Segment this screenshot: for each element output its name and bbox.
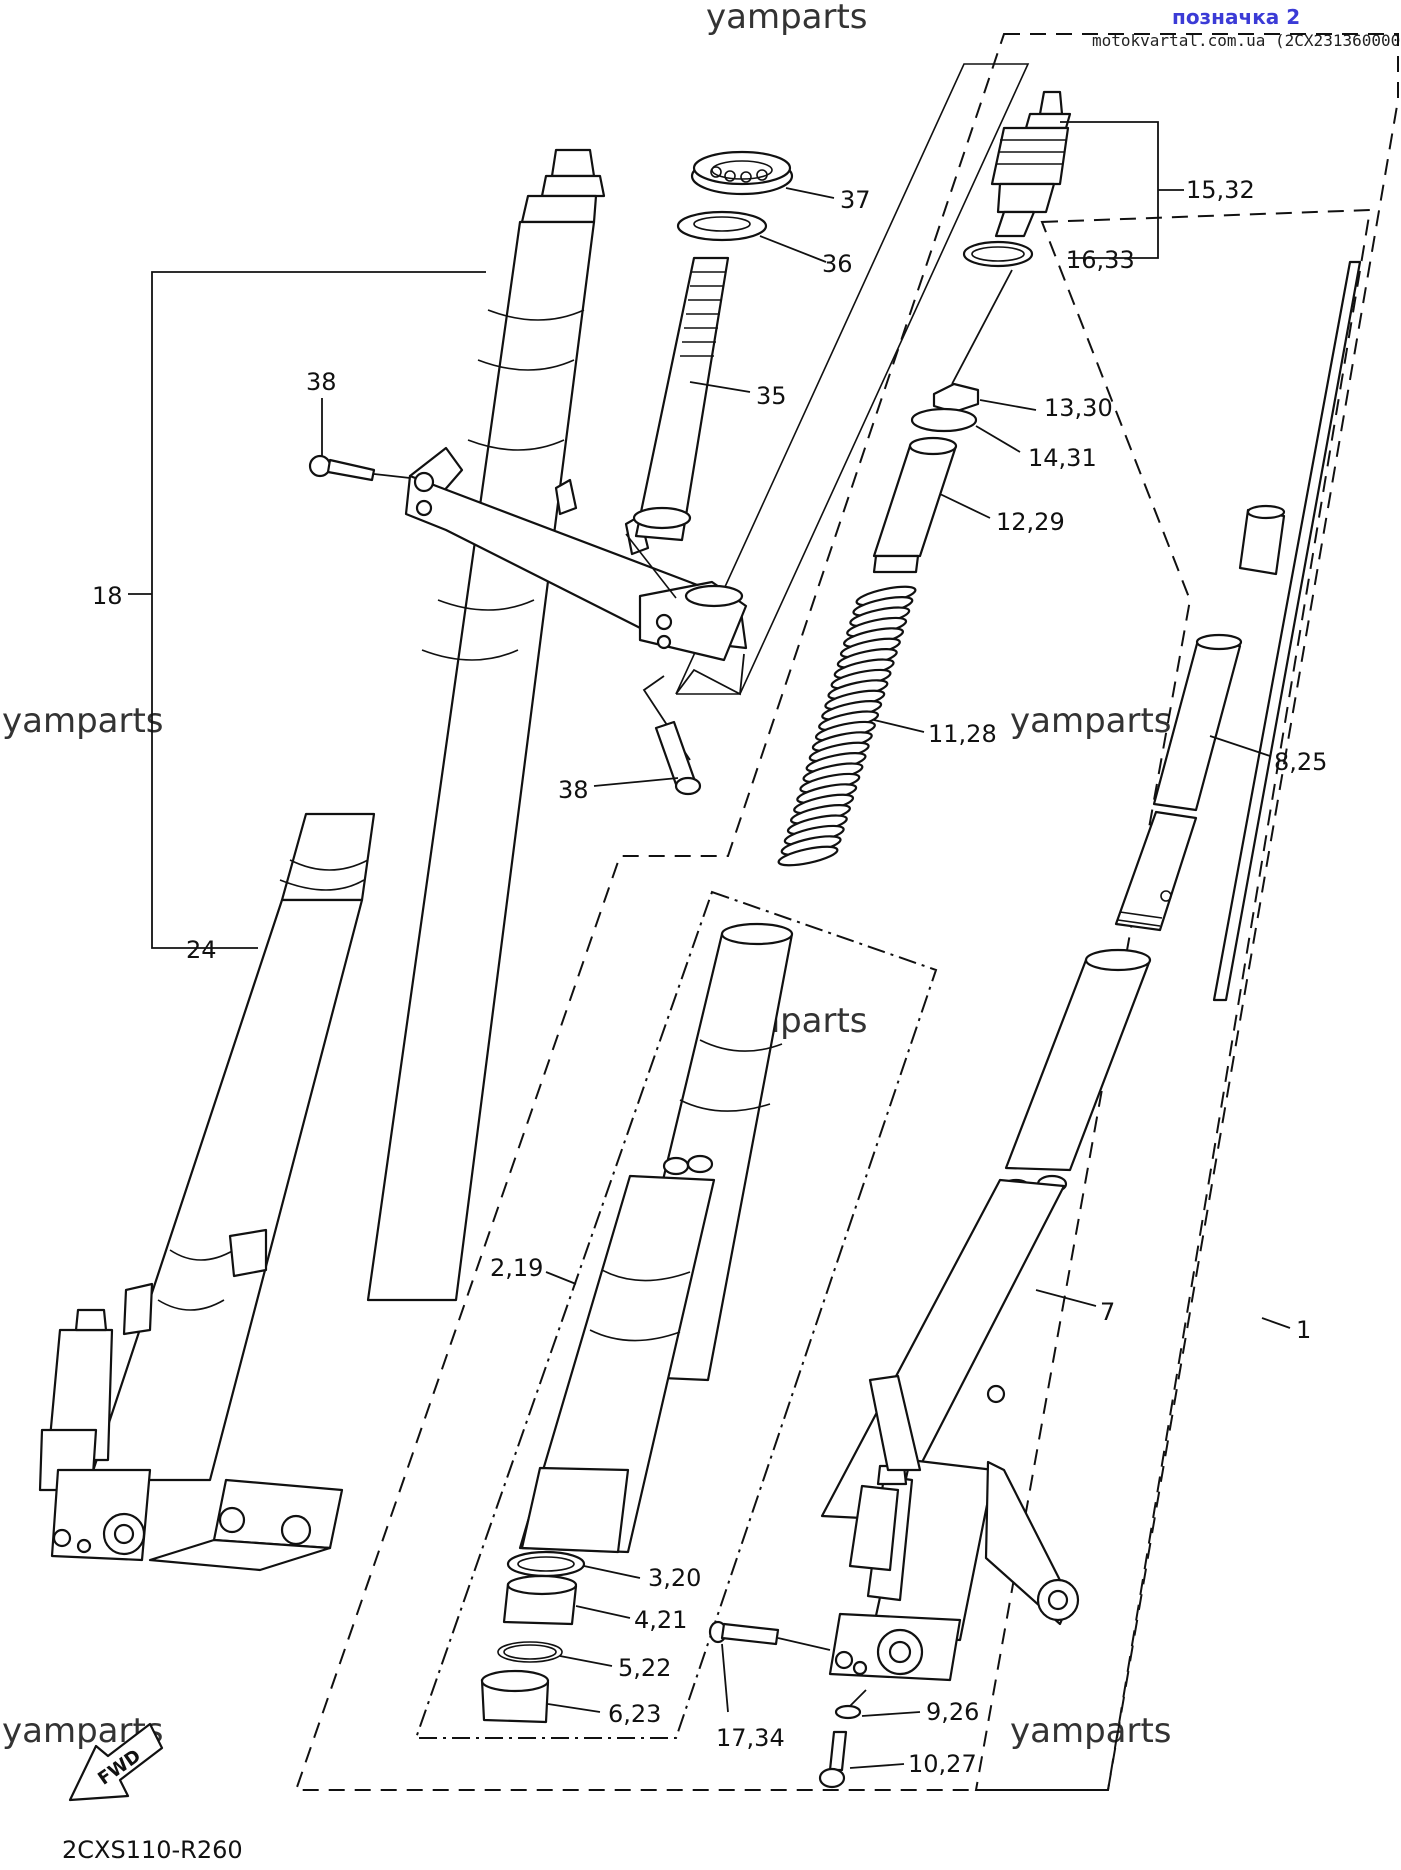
bolt-17-34: [708, 1620, 831, 1651]
right-slider: [828, 1374, 1080, 1682]
watermark-left: yamparts: [2, 701, 164, 741]
nut: [932, 382, 980, 414]
under-bracket: [404, 446, 748, 761]
callout-4-21: 4,21: [634, 1606, 687, 1634]
washer: [910, 407, 978, 433]
callout-36: 36: [822, 250, 853, 278]
callout-12-29: 12,29: [996, 508, 1065, 536]
damper-kit-outline: [974, 208, 1372, 1791]
bolt-38-bottom: [654, 720, 702, 796]
callout-5-22: 5,22: [618, 1654, 671, 1682]
inner-kit-outline: [675, 63, 1030, 695]
damper-rod: [1114, 260, 1362, 1002]
callout-11-28: 11,28: [928, 720, 997, 748]
outer-tube: [518, 922, 794, 1554]
callout-18: 18: [92, 582, 123, 610]
inner-tube: [820, 948, 1152, 1522]
watermark-bottom-right: yamparts: [1010, 1711, 1172, 1751]
circlip: [497, 1641, 563, 1663]
callout-13-30: 13,30: [1044, 394, 1113, 422]
callout-17-34: 17,34: [716, 1724, 785, 1752]
callout-24: 24: [186, 936, 217, 964]
callout-15-32: 15,32: [1186, 176, 1255, 204]
callout-8-25: 8,25: [1274, 748, 1327, 776]
spacer: [872, 436, 958, 574]
watermark-top: yamparts: [706, 0, 868, 37]
diagram-code: 2CXS110-R260: [62, 1836, 243, 1864]
bolt-38-top: [308, 454, 411, 482]
callout-37: 37: [840, 186, 871, 214]
bolt-10-27: [818, 1730, 848, 1789]
oil-seal: [502, 1574, 578, 1626]
o-ring: [962, 240, 1034, 268]
callout-38-top: 38: [306, 368, 337, 396]
assembly-1-outline: [294, 33, 1399, 1791]
callout-7: 7: [1100, 1298, 1115, 1326]
left-fork-assembly: [38, 148, 606, 1572]
steering-stem: [632, 256, 730, 542]
callout-6-23: 6,23: [608, 1700, 661, 1728]
callout-16-33: 16,33: [1066, 246, 1135, 274]
fork-spring: [777, 585, 917, 867]
callout-14-31: 14,31: [1028, 444, 1097, 472]
slide-metal: [506, 1550, 586, 1578]
callout-1: 1: [1296, 1316, 1311, 1344]
bearing-race: [676, 210, 768, 242]
bearing: [690, 150, 794, 196]
dust-seal: [480, 1669, 550, 1724]
cap-bolt: [990, 90, 1072, 238]
header-source: motokvartal.com.ua (2CX231360000): [1092, 31, 1401, 50]
callout-3-20: 3,20: [648, 1564, 701, 1592]
callout-10-27: 10,27: [908, 1750, 977, 1778]
outer-tube-kit-outline: [414, 890, 938, 1739]
callout-2-19: 2,19: [490, 1254, 543, 1282]
callout-38-bottom: 38: [558, 776, 589, 804]
callout-9-26: 9,26: [926, 1698, 979, 1726]
watermark-mid-right: yamparts: [1010, 701, 1172, 741]
spring-coil: [777, 845, 839, 867]
callout-35: 35: [756, 382, 787, 410]
header-tag: позначка 2: [1172, 5, 1300, 29]
washer-9-26: [834, 1704, 862, 1720]
